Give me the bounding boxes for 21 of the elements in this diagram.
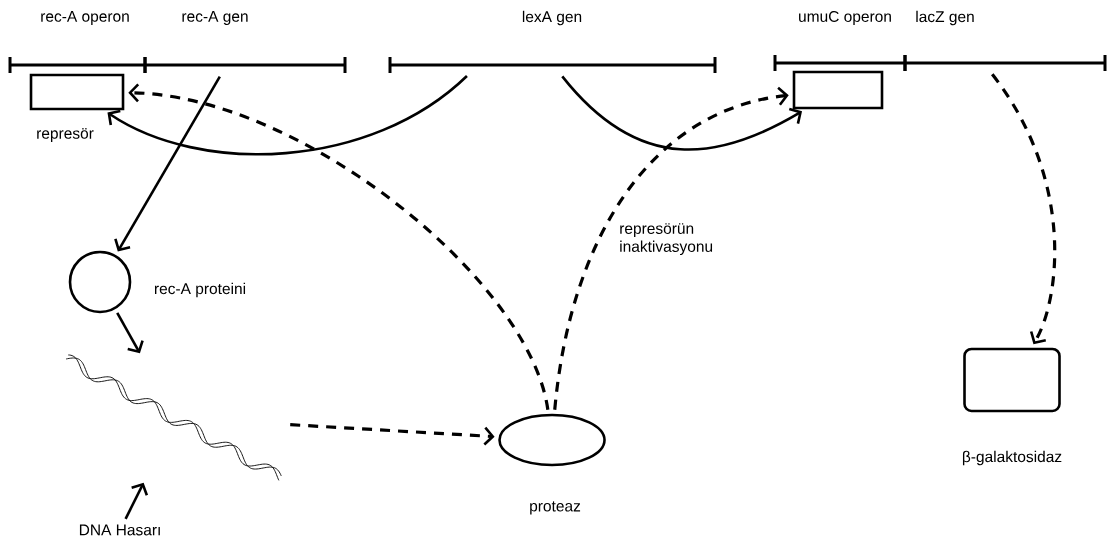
arrow (290, 423, 495, 446)
arrow (116, 312, 144, 354)
arrow (124, 482, 149, 520)
text-label: rec-A gen (182, 11, 248, 25)
edge-label: represörün inaktivasyonu (620, 223, 713, 255)
arrow (128, 83, 550, 411)
text-label: lacZ gen (916, 10, 974, 26)
text-label: umuC operon (799, 10, 891, 25)
text-label: rec-A operon (41, 11, 129, 25)
dna-helix-drawing (65, 354, 282, 481)
text-label: rec-A proteini (154, 282, 246, 298)
text-label: lexA gen (522, 10, 582, 26)
text-label: β-galaktosidaz (962, 450, 1062, 466)
text-label: proteaz (530, 501, 581, 515)
arrow (990, 73, 1057, 345)
arrow (107, 74, 468, 156)
text-label: DNA Hasarı (79, 524, 160, 536)
text-label: represör (37, 128, 94, 142)
arrow (561, 75, 803, 151)
arrow (553, 86, 789, 410)
arrow (114, 76, 221, 252)
